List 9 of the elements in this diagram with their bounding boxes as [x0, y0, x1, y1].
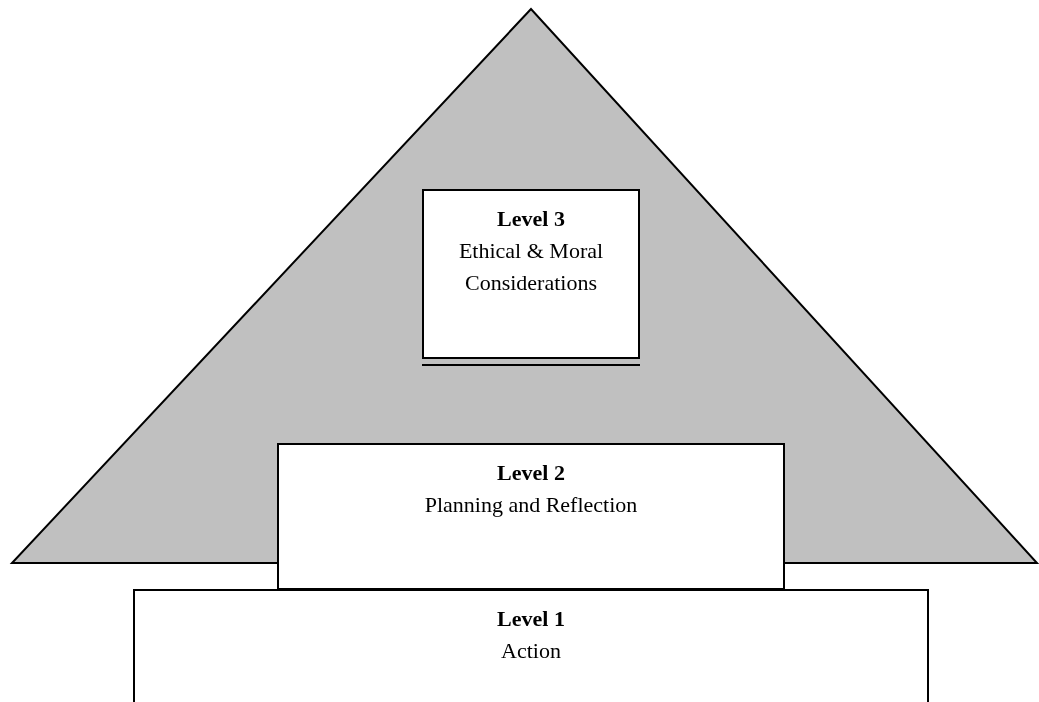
- level-box: [133, 589, 929, 702]
- level-heading: Level 2: [496, 459, 566, 487]
- level-description: Action: [500, 637, 562, 665]
- level-description: Planning and Reflection: [423, 491, 639, 519]
- level-box: [277, 443, 785, 590]
- level-heading: Level 1: [496, 605, 566, 633]
- level-description: Ethical & Moral Considerations: [457, 237, 605, 297]
- level-heading: Level 3: [496, 205, 566, 233]
- level-box: [422, 189, 640, 359]
